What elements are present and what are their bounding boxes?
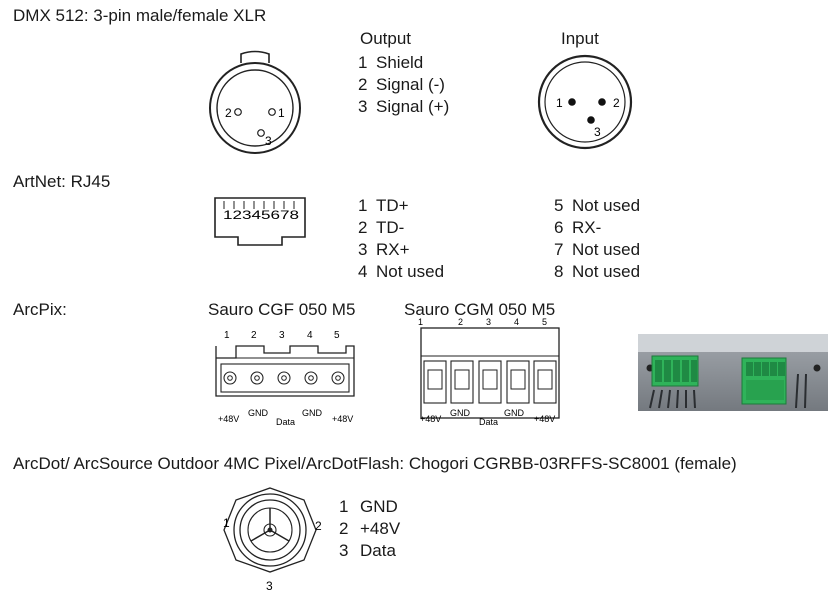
cgm-label-data: Data: [479, 417, 498, 427]
chogori-hex-nut: [223, 487, 317, 573]
xlr-female-output-diagram: 2 1 3: [209, 50, 301, 154]
chogori-label-2: 2: [315, 519, 322, 533]
cgf-pin-3: 3: [279, 330, 285, 341]
xlr-outer-ring: [209, 62, 301, 154]
cgf-pin-5: 5: [334, 330, 340, 341]
list-item: 2+48V: [339, 519, 401, 538]
artnet-heading: ArtNet: RJ45: [13, 172, 111, 191]
connector-photo: [638, 334, 828, 411]
dmx-input-label: Input: [561, 29, 599, 48]
rj45-outline: [214, 197, 306, 246]
xlr-in-label-2: 2: [613, 96, 620, 110]
rj45-pin-numbers: 12345678: [223, 208, 299, 222]
chogori-connector-diagram: 1 2 3: [223, 487, 322, 593]
xlr-out-label-2: 2: [225, 106, 232, 120]
cgm-title: Sauro CGM 050 M5: [404, 300, 556, 319]
xlr-latch-tab: [240, 50, 270, 63]
cgm-pin-2: 2: [458, 317, 463, 327]
cgm-label-48v-right: +48V: [534, 414, 555, 424]
xlr-out-socket-2: [234, 108, 242, 116]
cgf-pin-1: 1: [224, 330, 230, 341]
xlr-in-pin-2: [598, 98, 606, 106]
cgm-pin-4: 4: [514, 317, 519, 327]
xlr-in-label-3: 3: [594, 125, 601, 139]
xlr-in-label-1: 1: [556, 96, 563, 110]
xlr-out-label-1: 1: [278, 106, 285, 120]
cgf-label-48v-left: +48V: [218, 414, 239, 424]
cgf-label-gnd-right: GND: [302, 408, 323, 418]
cgm-photo-plug: [741, 357, 787, 405]
cgf-body: [215, 345, 355, 397]
sauro-cgf-diagram: 1 2 3 4 5 +48V GND Data GND +48V: [215, 330, 355, 427]
cgf-pin-4: 4: [307, 330, 313, 341]
cgf-title: Sauro CGF 050 M5: [208, 300, 356, 319]
cgm-label-gnd-left: GND: [450, 408, 471, 418]
dmx-heading: DMX 512: 3-pin male/female XLR: [13, 6, 267, 25]
xlr-in-outer-ring: [537, 54, 633, 150]
xlr-in-pin-3: [587, 116, 595, 124]
xlr-in-pin-1: [568, 98, 576, 106]
xlr-inner-ring: [216, 69, 294, 147]
rj45-diagram: 12345678: [214, 197, 306, 246]
cgm-body: [420, 327, 560, 419]
dmx-output-label: Output: [360, 29, 412, 48]
xlr-male-input-diagram: 1 2 3: [537, 54, 633, 150]
cgm-label-gnd-right: GND: [504, 408, 525, 418]
arcpix-heading: ArcPix:: [13, 300, 67, 319]
cgf-label-48v-right: +48V: [332, 414, 353, 424]
cgf-pin-2: 2: [251, 330, 257, 341]
chogori-label-3: 3: [266, 579, 273, 593]
cgf-label-data: Data: [276, 417, 295, 427]
chogori-label-1: 1: [223, 516, 230, 530]
cgf-label-gnd-left: GND: [248, 408, 269, 418]
cgm-pin-5: 5: [542, 317, 547, 327]
cgm-pin-1: 1: [418, 317, 423, 327]
xlr-out-socket-3: [257, 129, 265, 137]
cgf-photo-plug: [651, 355, 699, 387]
cgm-pin-3: 3: [486, 317, 491, 327]
xlr-out-label-3: 3: [265, 134, 272, 148]
arcdot-heading: ArcDot/ ArcSource Outdoor 4MC Pixel/ArcD…: [13, 454, 737, 473]
xlr-out-socket-1: [268, 108, 276, 116]
sauro-cgm-diagram: 1 2 3 4 5 +48V GND Data GND +48V: [418, 317, 560, 427]
xlr-in-inner-ring: [544, 61, 626, 143]
cgm-label-48v-left: +48V: [420, 414, 441, 424]
